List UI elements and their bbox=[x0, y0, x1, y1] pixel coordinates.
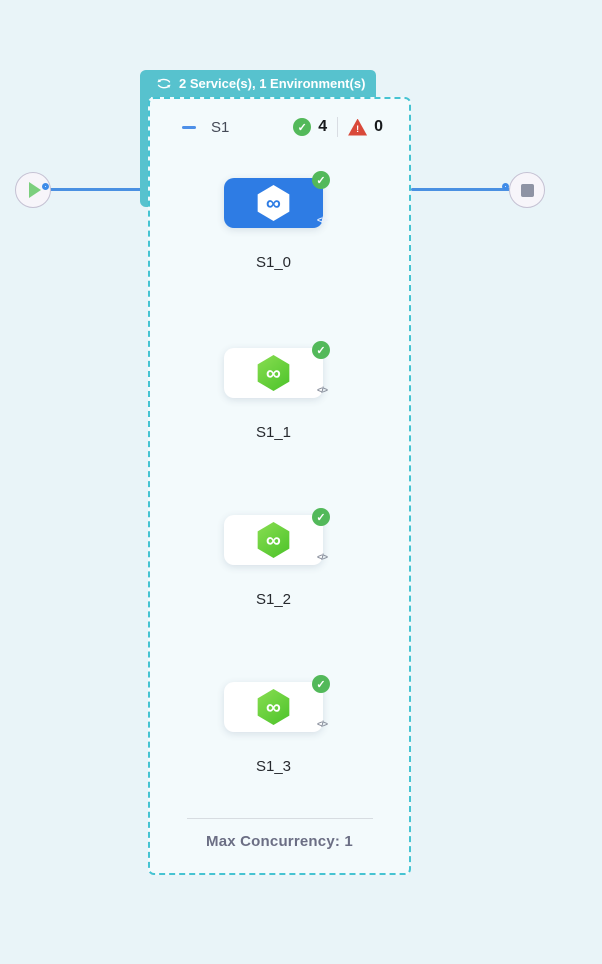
status-divider bbox=[337, 117, 339, 137]
service-hexagon-icon: ∞ bbox=[257, 689, 290, 725]
max-concurrency-label: Max Concurrency: 1 bbox=[206, 833, 353, 850]
code-icon: </> bbox=[316, 385, 328, 395]
code-icon: </> bbox=[316, 215, 328, 225]
start-connector-port bbox=[42, 183, 49, 190]
node-success-icon: ✓ bbox=[312, 171, 330, 189]
play-icon bbox=[28, 182, 41, 198]
warning-triangle-icon: ! bbox=[348, 118, 368, 136]
stage-container: S1 ✓ 4 ! 0 ∞ ✓ </> S1_0 ∞ ✓ </> bbox=[148, 97, 411, 875]
code-icon: </> bbox=[316, 552, 328, 562]
service-node-s1-2[interactable]: ∞ ✓ </> bbox=[224, 508, 330, 565]
service-node-s1-3[interactable]: ∞ ✓ </> bbox=[224, 675, 330, 732]
end-connector-port bbox=[502, 183, 509, 190]
service-hexagon-icon: ∞ bbox=[257, 355, 290, 391]
service-node-group: ∞ ✓ </> S1_2 bbox=[224, 508, 330, 608]
success-count: 4 bbox=[318, 118, 328, 135]
node-success-icon: ✓ bbox=[312, 341, 330, 359]
stage-name: S1 bbox=[211, 118, 230, 136]
stage-services-tab[interactable]: 2 Service(s), 1 Environment(s) bbox=[145, 70, 377, 97]
footer-divider bbox=[187, 818, 373, 819]
service-node-group: ∞ ✓ </> S1_0 bbox=[224, 171, 330, 271]
node-label: S1_3 bbox=[255, 758, 292, 775]
stage-tab-label: 2 Service(s), 1 Environment(s) bbox=[179, 76, 366, 91]
edge-stage-to-end bbox=[411, 188, 510, 191]
service-node-group: ∞ ✓ </> S1_3 bbox=[224, 675, 330, 775]
service-node-s1-0[interactable]: ∞ ✓ </> bbox=[224, 171, 330, 228]
stage-accent-spine bbox=[140, 70, 151, 207]
service-node-group: ∞ ✓ </> S1_1 bbox=[224, 341, 330, 441]
stop-icon bbox=[520, 183, 534, 197]
edge-start-to-stage bbox=[48, 188, 142, 191]
stage-status-group: ✓ 4 ! 0 bbox=[293, 117, 383, 137]
success-check-icon: ✓ bbox=[293, 118, 312, 136]
service-hexagon-icon: ∞ bbox=[257, 185, 290, 221]
node-success-icon: ✓ bbox=[312, 675, 330, 693]
code-icon: </> bbox=[316, 719, 328, 729]
service-hexagon-icon: ∞ bbox=[257, 522, 290, 558]
node-label: S1_2 bbox=[255, 591, 292, 608]
loop-icon bbox=[157, 78, 171, 89]
warning-count: 0 bbox=[374, 118, 383, 135]
collapse-stage-icon[interactable] bbox=[182, 125, 196, 129]
service-node-s1-1[interactable]: ∞ ✓ </> bbox=[224, 341, 330, 398]
start-node bbox=[15, 172, 51, 208]
node-label: S1_1 bbox=[255, 424, 292, 441]
node-success-icon: ✓ bbox=[312, 508, 330, 526]
end-node bbox=[509, 172, 545, 208]
node-label: S1_0 bbox=[255, 254, 292, 271]
stage-header: S1 ✓ 4 ! 0 bbox=[150, 117, 409, 137]
